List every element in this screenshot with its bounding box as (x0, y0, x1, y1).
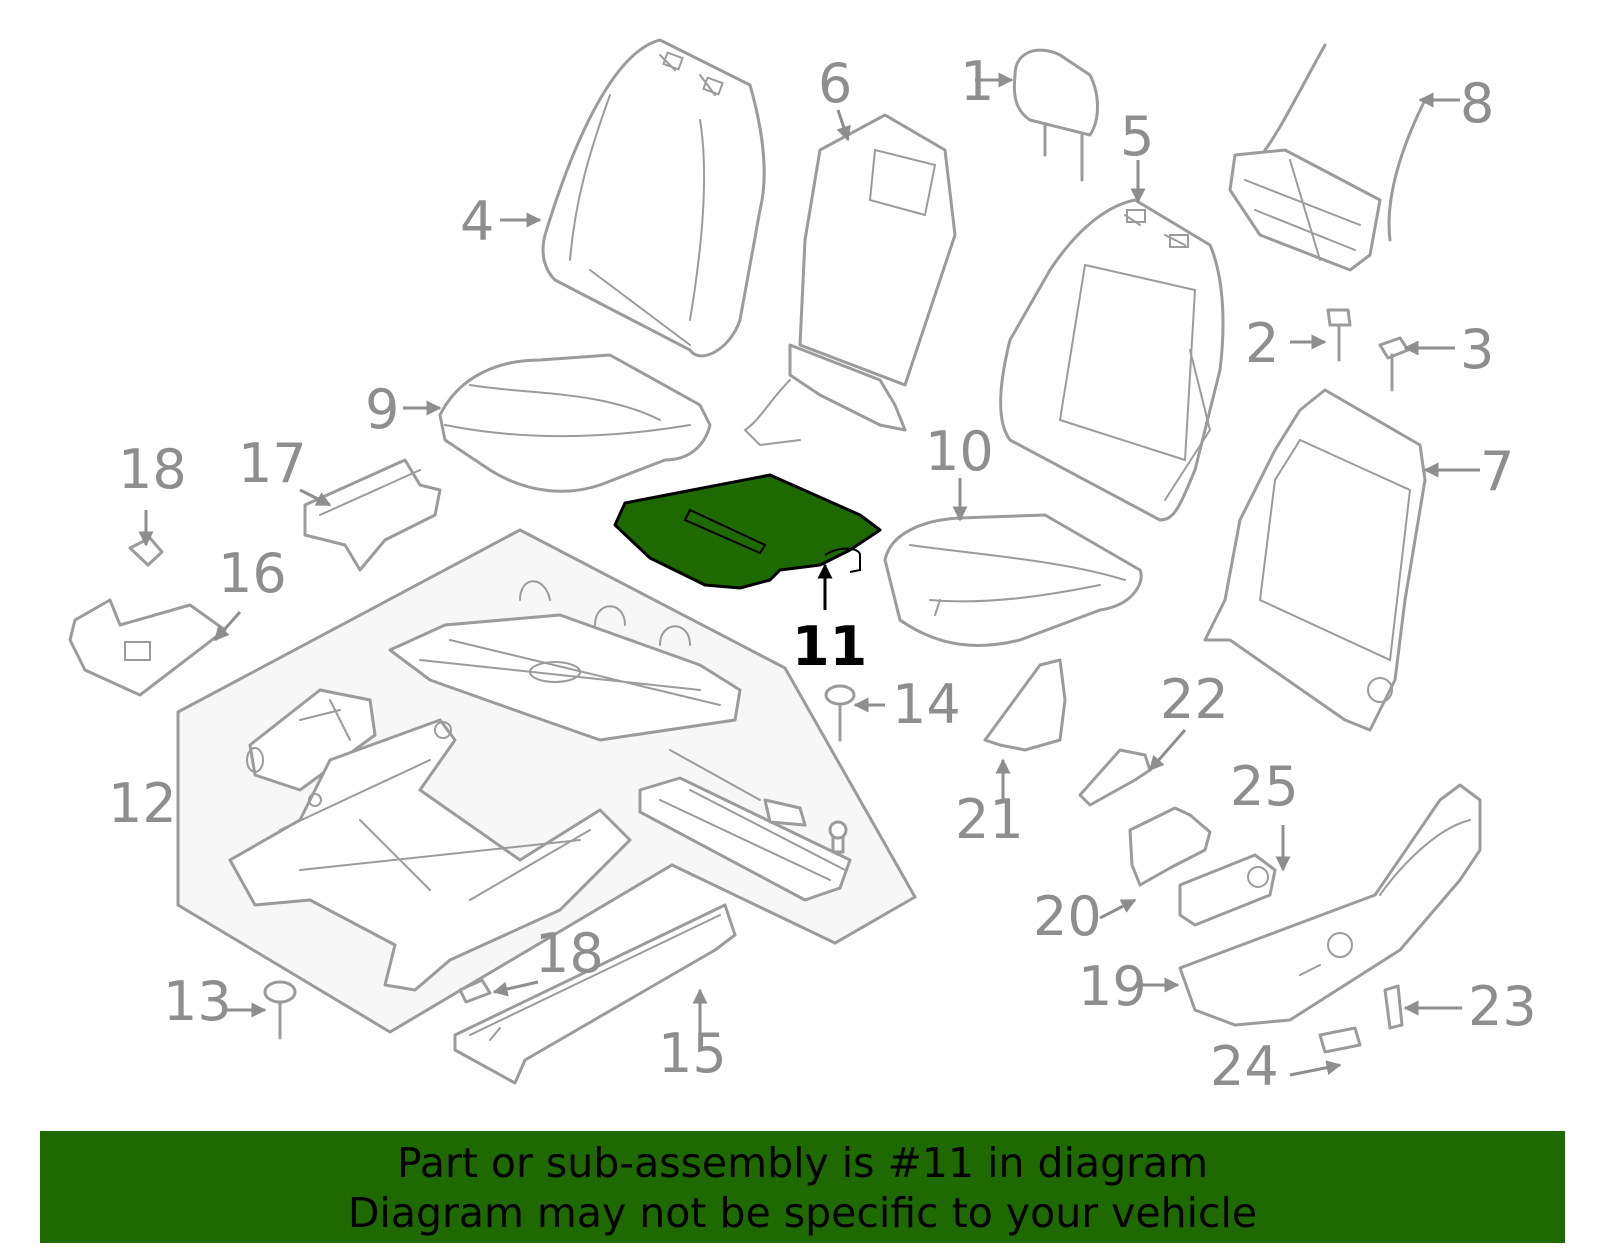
part-18-clip-lower (458, 978, 492, 1004)
part-15-side-trim (453, 903, 737, 1085)
part-13-bolt (263, 980, 297, 1040)
part-5-seat-back-foam (999, 198, 1225, 522)
callout-12: 12 (108, 772, 177, 835)
callout-1: 1 (960, 50, 994, 113)
callout-25: 25 (1230, 755, 1299, 818)
callout-8: 8 (1460, 72, 1494, 135)
callout-24: 24 (1210, 1035, 1279, 1098)
part-10-seat-cushion-foam (883, 513, 1143, 647)
part-4-seat-back-cover (541, 38, 766, 358)
callout-9: 9 (365, 378, 399, 441)
part-22-bracket (1078, 748, 1152, 807)
callout-19: 19 (1078, 955, 1147, 1018)
part-25-switch (1178, 853, 1277, 927)
part-24-knob (1318, 1026, 1362, 1054)
part-23-knob (1383, 984, 1404, 1030)
part-1-headrest (1012, 48, 1099, 182)
callout-14: 14 (892, 673, 961, 736)
callout-20: 20 (1033, 885, 1102, 948)
callout-15: 15 (658, 1022, 727, 1085)
part-20-bracket (1128, 806, 1212, 887)
callout-10: 10 (925, 420, 994, 483)
callout-13: 13 (163, 970, 232, 1033)
callout-17: 17 (238, 432, 307, 495)
callout-5: 5 (1120, 105, 1154, 168)
part-16-side-trim (68, 598, 227, 697)
callout-18-lower: 18 (535, 922, 604, 985)
part-9-seat-cushion-cover (438, 353, 712, 493)
leader-lines (138, 72, 1480, 1077)
info-banner: Part or sub-assembly is #11 in diagram D… (40, 1131, 1565, 1243)
callout-3: 3 (1460, 318, 1494, 381)
callout-numbers: 1 2 3 4 5 6 7 8 9 10 11 12 13 14 15 16 1… (108, 50, 1537, 1098)
callout-21: 21 (955, 788, 1024, 851)
callout-18-upper: 18 (118, 438, 187, 501)
part-6-back-panel (743, 113, 957, 447)
part-14-bolt (824, 684, 856, 742)
part-12-seat-track-assembly (176, 528, 918, 1034)
callout-7: 7 (1480, 440, 1514, 503)
callout-4: 4 (460, 190, 494, 253)
banner-line-2: Diagram may not be specific to your vehi… (347, 1189, 1258, 1237)
part-8-frame-wire (1228, 43, 1427, 272)
part-2-bolt (1326, 308, 1352, 362)
callout-22: 22 (1160, 668, 1229, 731)
part-17-bracket (303, 458, 442, 572)
callout-16: 16 (218, 542, 287, 605)
part-3-bolt (1378, 336, 1410, 392)
callout-2: 2 (1245, 312, 1279, 375)
banner-line-1: Part or sub-assembly is #11 in diagram (396, 1139, 1209, 1187)
callout-23: 23 (1468, 975, 1537, 1038)
part-21-shield (983, 658, 1067, 752)
callout-11: 11 (792, 615, 867, 678)
callout-6: 6 (818, 52, 852, 115)
part-7-seat-back-frame (1203, 388, 1427, 732)
part-19-side-shield (1178, 783, 1482, 1027)
part-11-seat-cushion-mat-highlighted (613, 473, 882, 590)
